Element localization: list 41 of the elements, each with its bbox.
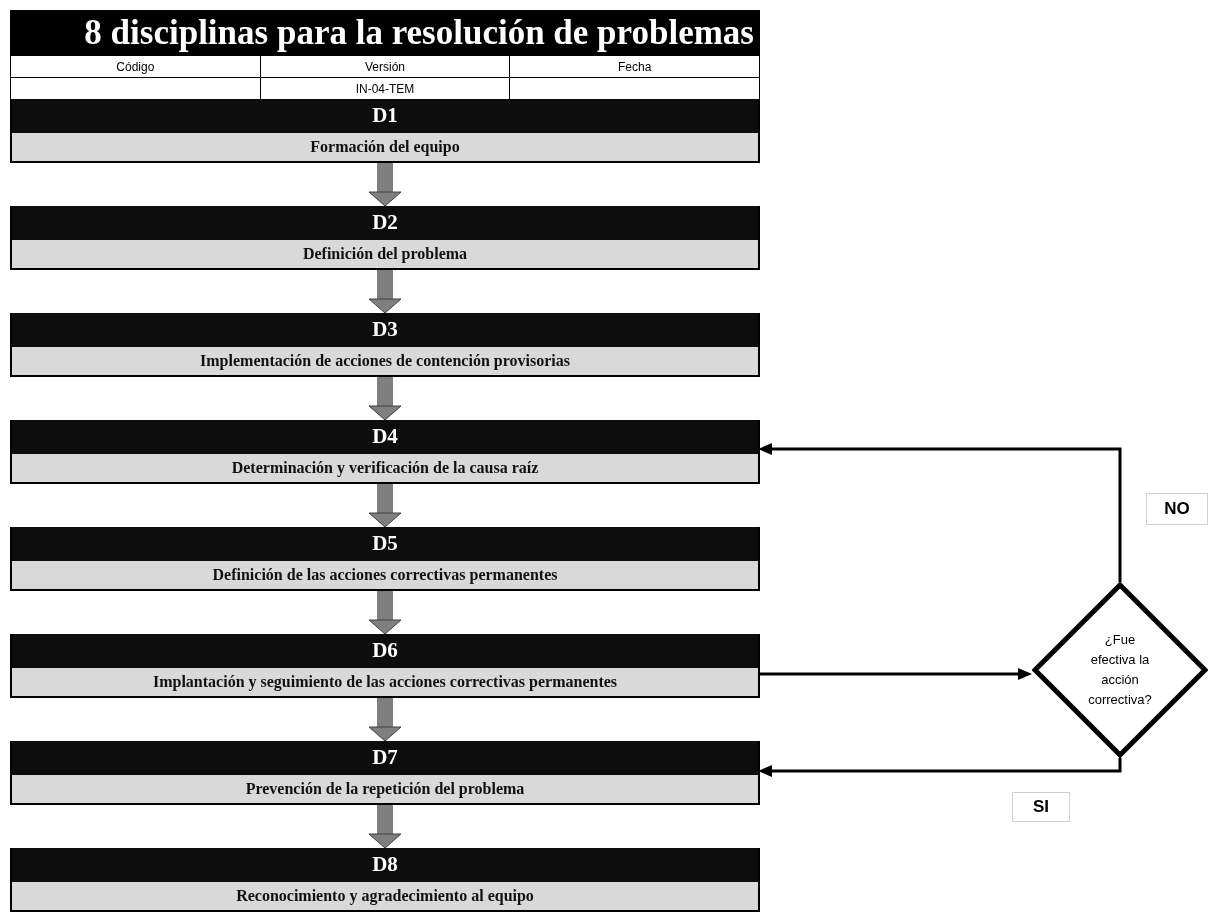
step-box bbox=[10, 313, 760, 377]
table-cell: Versión bbox=[260, 56, 511, 78]
step-description: Formación del equipo bbox=[12, 133, 758, 161]
step-description: Determinación y verificación de la causa raíz bbox=[12, 454, 758, 482]
block-arrow bbox=[368, 591, 402, 635]
step-description: Implantación y seguimiento de las acciones correctivas permanentes bbox=[12, 668, 758, 696]
step-box bbox=[10, 420, 760, 484]
step-header: D4 bbox=[12, 420, 758, 454]
step-header: D8 bbox=[12, 848, 758, 882]
step-box bbox=[10, 206, 760, 270]
step-header: D7 bbox=[12, 741, 758, 775]
table-cell: Código bbox=[11, 56, 261, 78]
arrow bbox=[760, 668, 1032, 680]
step-box bbox=[10, 848, 760, 912]
step-header: D6 bbox=[12, 634, 758, 668]
step-box bbox=[10, 634, 760, 698]
step-box bbox=[10, 99, 760, 163]
step-box bbox=[10, 741, 760, 805]
step-header: D3 bbox=[12, 313, 758, 347]
arrow bbox=[758, 443, 1122, 582]
block-arrow bbox=[368, 270, 402, 314]
step-header: D2 bbox=[12, 206, 758, 240]
title-bar: 8 disciplinas para la resolución de problemas bbox=[10, 10, 760, 55]
step-header: D5 bbox=[12, 527, 758, 561]
step-description: Definición del problema bbox=[12, 240, 758, 268]
block-arrow bbox=[368, 484, 402, 528]
block-arrow bbox=[368, 698, 402, 742]
step-header: D1 bbox=[12, 99, 758, 133]
block-arrow bbox=[368, 163, 402, 207]
edge-label: NO bbox=[1146, 493, 1208, 525]
step-description: Implementación de acciones de contención provisorias bbox=[12, 347, 758, 375]
decision-text: ¿Fue efectiva la acción correctiva? bbox=[1087, 631, 1153, 709]
step-description: Prevención de la repetición del problema bbox=[12, 775, 758, 803]
table-cell: Fecha bbox=[510, 56, 760, 78]
block-arrow bbox=[368, 377, 402, 421]
step-description: Definición de las acciones correctivas permanentes bbox=[12, 561, 758, 589]
step-box bbox=[10, 527, 760, 591]
edge-label: SI bbox=[1012, 792, 1070, 822]
step-description: Reconocimiento y agradecimiento al equipo bbox=[12, 882, 758, 910]
block-arrow bbox=[368, 805, 402, 849]
arrow bbox=[758, 758, 1122, 777]
